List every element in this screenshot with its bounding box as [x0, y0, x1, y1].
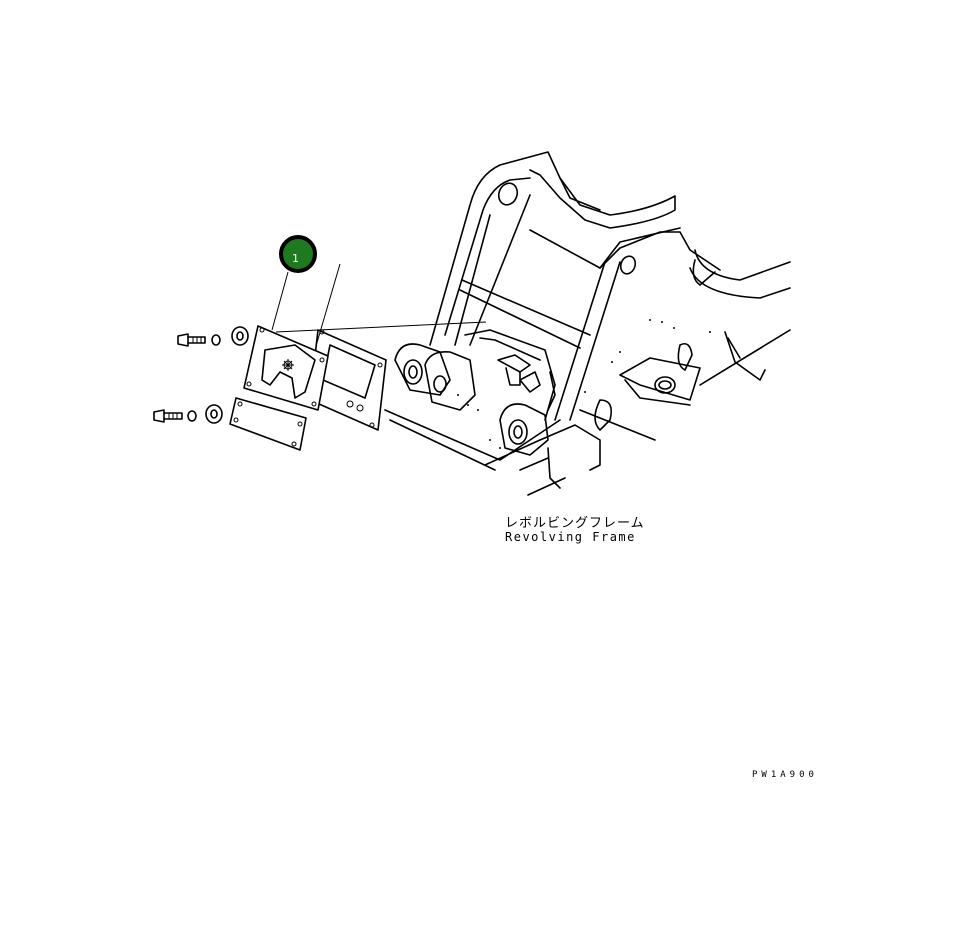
lock-washer-icon — [187, 410, 197, 422]
drawing-code: PW1A900 — [752, 770, 818, 780]
lower-bolt-set — [153, 404, 223, 424]
upper-bolt-set — [177, 326, 249, 347]
exploded-cover-plates — [229, 263, 487, 451]
rivet-dots — [457, 319, 711, 449]
callout-1[interactable]: 1 — [271, 235, 317, 331]
callout-1-circle[interactable] — [279, 235, 317, 273]
part-label-japanese: レボルビングフレーム — [505, 516, 645, 531]
revolving-frame-illustration — [384, 151, 791, 496]
bolt-icon — [177, 333, 206, 347]
flat-washer-icon — [205, 404, 223, 424]
lock-washer-icon — [211, 334, 221, 346]
fan-symbol — [282, 359, 294, 371]
part-label-english: Revolving Frame — [505, 530, 636, 544]
flat-washer-icon — [231, 326, 249, 346]
callout-1-number: 1 — [292, 252, 299, 265]
bolt-icon — [153, 409, 183, 423]
